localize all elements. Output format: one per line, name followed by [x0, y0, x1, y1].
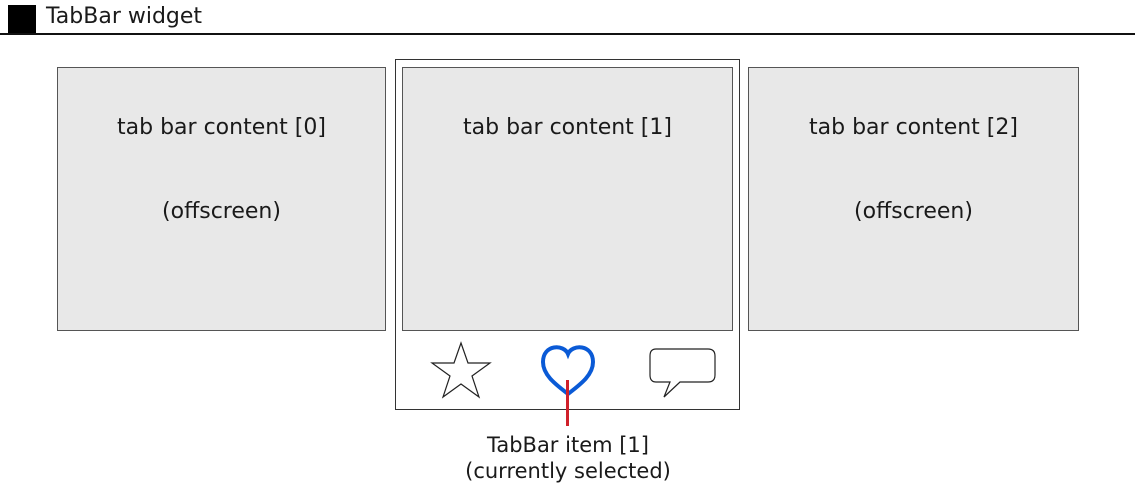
page-title: TabBar widget [46, 4, 203, 29]
star-icon[interactable] [430, 340, 492, 400]
panel-label: tab bar content [0] [117, 115, 326, 140]
panel-note: (offscreen) [854, 199, 973, 224]
speech-bubble-icon[interactable] [648, 347, 718, 401]
tab-content-2: tab bar content [2] (offscreen) [748, 67, 1079, 331]
header-divider [0, 33, 1135, 35]
panel-label: tab bar content [2] [809, 115, 1018, 140]
callout-note: (currently selected) [465, 459, 671, 483]
callout-leader-line [566, 380, 569, 426]
panel-label: tab bar content [1] [463, 115, 672, 140]
callout-title: TabBar item [1] [486, 433, 649, 457]
header-marker [8, 5, 36, 33]
panel-note: (offscreen) [162, 199, 281, 224]
tab-content-1: tab bar content [1] [402, 67, 733, 331]
tab-content-0: tab bar content [0] (offscreen) [57, 67, 386, 331]
